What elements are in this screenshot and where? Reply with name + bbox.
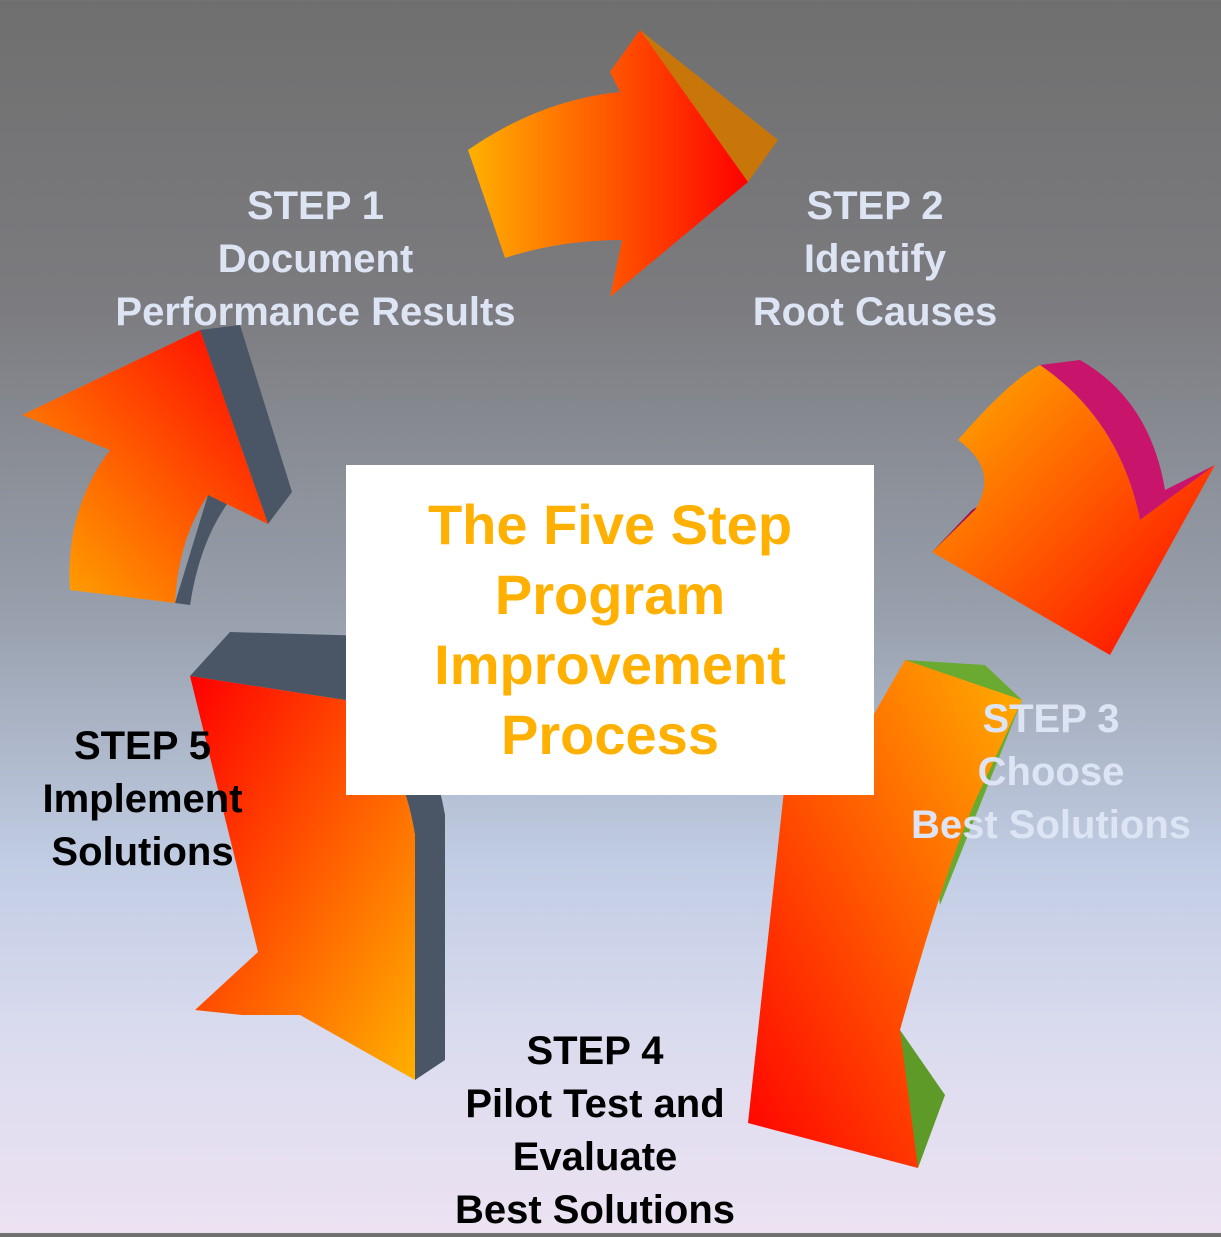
step-1-line-1: Document	[217, 237, 414, 281]
center-title-box: The Five Step Program Improvement Proces…	[346, 465, 874, 795]
step-5-number: STEP 5	[73, 724, 212, 768]
title-line-1: The Five Step	[427, 493, 793, 556]
step-4-line-2: Evaluate	[512, 1135, 678, 1179]
step-2-line-2: Root Causes	[752, 290, 998, 334]
step-1-number: STEP 1	[246, 184, 385, 228]
arrow-1-face	[468, 30, 748, 297]
step-2-line-1: Identify	[803, 237, 947, 281]
step-3-line-2: Best Solutions	[910, 803, 1192, 847]
step-2-label: STEP 2 Identify Root Causes	[720, 180, 1030, 339]
arrow-2-face	[932, 365, 1215, 655]
step-3-label: STEP 3 Choose Best Solutions	[886, 693, 1216, 852]
step-5-label: STEP 5 Implement Solutions	[15, 720, 270, 879]
arrow-5-side-lower	[175, 495, 230, 605]
step-2-number: STEP 2	[806, 184, 944, 228]
step-5-line-1: Implement	[42, 777, 243, 821]
step-4-line-1: Pilot Test and	[465, 1082, 725, 1126]
step-3-number: STEP 3	[982, 697, 1120, 741]
title-line-4: Process	[501, 703, 719, 766]
step-4-label: STEP 4 Pilot Test and Evaluate Best Solu…	[420, 1025, 770, 1237]
arrow-2-side-left	[932, 505, 980, 552]
arrow-5-side	[200, 325, 292, 524]
arrow-5-up	[22, 325, 292, 605]
step-4-line-3: Best Solutions	[454, 1188, 736, 1232]
step-4-number: STEP 4	[526, 1029, 664, 1073]
arrow-5-face	[22, 330, 268, 603]
diagram-title: The Five Step Program Improvement Proces…	[428, 490, 792, 770]
arrow-2-down	[932, 360, 1215, 655]
arrow-2-side	[1040, 360, 1215, 520]
step-3-line-1: Choose	[977, 750, 1125, 794]
title-line-2: Program	[494, 563, 726, 626]
title-line-3: Improvement	[434, 633, 786, 696]
arrow-1-right	[468, 30, 778, 297]
step-5-line-2: Solutions	[51, 830, 234, 874]
step-1-line-2: Performance Results	[115, 290, 516, 334]
step-1-label: STEP 1 Document Performance Results	[78, 180, 553, 339]
